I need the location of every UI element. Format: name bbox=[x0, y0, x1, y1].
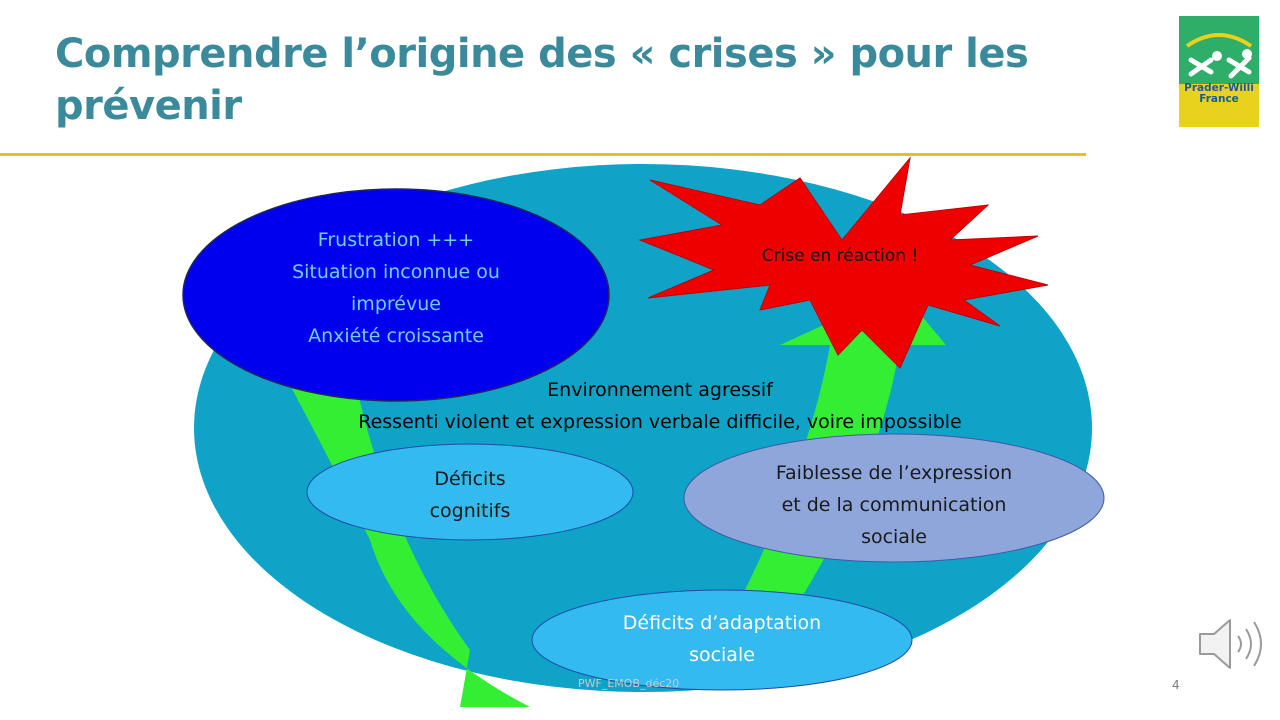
crisis-star bbox=[638, 156, 1049, 369]
logo-line-2: France bbox=[1199, 93, 1239, 105]
footer-text: PWF_EMOB_déc20 bbox=[578, 677, 680, 690]
expression-label: Faiblesse de l’expression et de la commu… bbox=[734, 457, 1054, 553]
slide-title: Comprendre l’origine des « crises » pour… bbox=[55, 31, 1029, 129]
cognitive-ellipse bbox=[306, 443, 634, 541]
expression-line-2: et de la communication bbox=[781, 494, 1007, 516]
prader-willi-logo bbox=[1179, 16, 1259, 127]
adaptation-ellipse bbox=[531, 589, 913, 691]
speaker-icon[interactable] bbox=[1196, 612, 1270, 676]
frustration-label: Frustration +++ Situation inconnue ou im… bbox=[226, 224, 566, 352]
frustration-line-2: Situation inconnue ou bbox=[292, 261, 500, 283]
expression-line-3: sociale bbox=[861, 526, 927, 548]
cognitive-line-1: Déficits bbox=[434, 468, 506, 490]
adaptation-line-1: Déficits d’adaptation bbox=[622, 612, 822, 634]
adaptation-label: Déficits d’adaptation sociale bbox=[592, 607, 852, 671]
frustration-line-1: Frustration +++ bbox=[317, 229, 475, 251]
logo-line-1: Prader-Willi bbox=[1184, 82, 1254, 94]
title-divider bbox=[0, 153, 1086, 156]
expression-ellipse bbox=[683, 433, 1105, 563]
expression-line-1: Faiblesse de l’expression bbox=[775, 462, 1013, 484]
page-number: 4 bbox=[1172, 678, 1180, 692]
frustration-line-3: imprévue bbox=[351, 293, 441, 315]
cognitive-line-2: cognitifs bbox=[429, 500, 511, 522]
logo-text: Prader-Willi France bbox=[1179, 83, 1259, 105]
crisis-label: Crise en réaction ! bbox=[761, 246, 919, 266]
environment-label: Environnement agressif Ressenti violent … bbox=[300, 374, 1020, 438]
frustration-line-4: Anxiété croissante bbox=[308, 325, 484, 347]
adaptation-line-2: sociale bbox=[689, 644, 755, 666]
environment-line-1: Environnement agressif bbox=[547, 379, 773, 401]
environment-line-2: Ressenti violent et expression verbale d… bbox=[358, 411, 962, 433]
frustration-ellipse bbox=[182, 188, 610, 402]
cognitive-label: Déficits cognitifs bbox=[370, 463, 570, 527]
